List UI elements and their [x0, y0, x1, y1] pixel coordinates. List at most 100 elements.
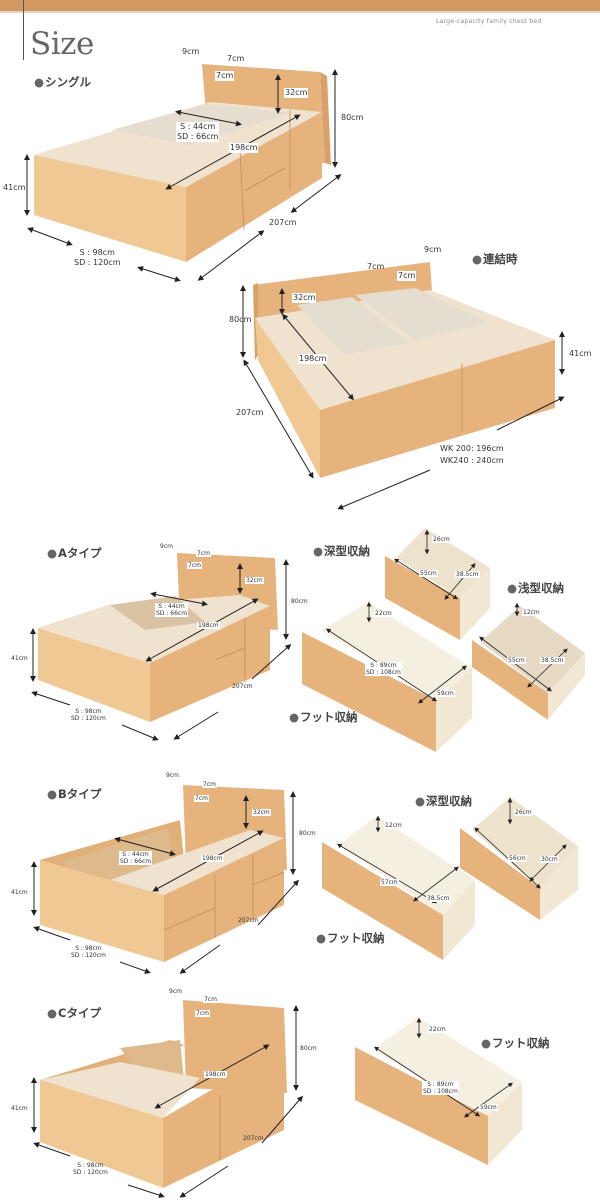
single-label: ●シングル	[34, 74, 91, 90]
type-b-foot-drawer-width: 38.5cm	[426, 895, 451, 902]
type-c-dim-width-sd: SD : 120cm	[73, 1169, 108, 1176]
bullet-icon: ●	[47, 546, 58, 560]
type-a-shallow-drawer-label-text: 浅型収納	[518, 581, 565, 595]
single-dim-headboard: 32cm	[284, 88, 309, 98]
type-a-dim-headboard: 32cm	[245, 577, 264, 584]
connected-dim-length: 198cm	[298, 354, 328, 364]
type-a-foot-drawer-height: 22cm	[374, 610, 393, 617]
connected-dim-depth: 9cm	[424, 245, 442, 254]
type-a-foot-drawer-label: ●フット収納	[289, 709, 358, 725]
type-a-foot-drawer-length-sd: SD : 108cm	[366, 669, 401, 676]
bullet-icon: ●	[472, 252, 483, 266]
header-bar	[0, 0, 600, 13]
type-b-deep-drawer-label: ●深型収納	[415, 793, 472, 809]
type-b-dim-base-height: 41cm	[11, 889, 28, 896]
type-b-bed-illustration	[40, 785, 287, 962]
type-a-dim-shelf-b: 7cm	[187, 562, 202, 569]
bullet-icon: ●	[47, 787, 58, 801]
type-a-deep-drawer-width: 38.5cm	[455, 571, 480, 578]
single-dim-length: 198cm	[229, 143, 259, 153]
type-a-deep-drawer-length: 55cm	[419, 570, 438, 577]
type-c-foot-drawer-label: ●フット収納	[481, 1035, 550, 1051]
single-dim-width-sd: SD : 120cm	[74, 258, 121, 267]
type-b-dim-shelf-b: 7cm	[194, 795, 209, 802]
type-a-shallow-drawer	[472, 606, 585, 720]
type-a-label-text: Aタイプ	[58, 546, 102, 560]
type-a-dim-width-s: S : 98cm	[75, 708, 102, 715]
type-b-dim-length: 198cm	[201, 855, 224, 862]
type-a-dim-shelf-a: 7cm	[196, 550, 211, 557]
type-c-foot-drawer-width: 59cm	[479, 1104, 498, 1111]
type-a-dim-total: 207cm	[232, 683, 253, 690]
type-a-shallow-drawer-height: 12cm	[522, 609, 541, 616]
type-b-dim-height: 80cm	[299, 830, 316, 837]
connected-dim-wk240: WK240 : 240cm	[440, 456, 504, 465]
type-c-dim-shelf-a: 7cm	[203, 996, 218, 1003]
connected-dim-total: 207cm	[236, 408, 264, 417]
bullet-icon: ●	[507, 581, 518, 595]
type-a-dim-base-height: 41cm	[11, 655, 28, 662]
type-b-deep-drawer-height: 26cm	[514, 809, 533, 816]
type-b-foot-drawer-label-text: フット収納	[327, 931, 385, 945]
type-a-label: ●Aタイプ	[47, 545, 101, 561]
bullet-icon: ●	[289, 710, 300, 724]
connected-dim-shelf-b: 7cm	[397, 271, 417, 281]
type-b-deep-drawer-label-text: 深型収納	[426, 794, 473, 808]
type-c-bed-illustration	[40, 1000, 287, 1188]
type-a-deep-drawer-label: ●深型収納	[313, 543, 370, 559]
type-a-dim-width-sd: SD : 120cm	[71, 715, 106, 722]
type-b-deep-drawer-length: 56cm	[508, 855, 527, 862]
single-dim-inner-sd: SD : 66cm	[177, 132, 219, 141]
type-a-dim-inner-s: S : 44cm	[158, 603, 185, 610]
single-dim-height: 80cm	[341, 113, 364, 122]
type-c-label: ●Cタイプ	[47, 1005, 101, 1021]
connected-dim-wk200: WK 200: 196cm	[440, 444, 504, 453]
type-b-dim-total: 207cm	[238, 917, 259, 924]
connected-label: ●連結時	[472, 251, 518, 267]
type-c-label-text: Cタイプ	[58, 1006, 101, 1020]
connected-dim-shelf-a: 7cm	[367, 262, 385, 271]
type-b-label: ●Bタイプ	[47, 786, 101, 802]
type-a-bed-illustration	[38, 553, 278, 722]
single-dim-shelf-b: 7cm	[215, 71, 235, 81]
type-b-dim-depth: 9cm	[166, 772, 179, 779]
type-b-dim-inner-sd: SD : 66cm	[120, 858, 152, 865]
type-a-foot-drawer-label-text: フット収納	[300, 710, 358, 724]
type-a-foot-drawer-length-s: S : 89cm	[370, 662, 397, 669]
type-b-foot-drawer-label: ●フット収納	[316, 930, 385, 946]
type-b-dim-width-sd: SD : 120cm	[71, 952, 106, 959]
bullet-icon: ●	[47, 1006, 58, 1020]
type-b-deep-drawer-width: 30cm	[540, 856, 559, 863]
title-divider	[23, 0, 24, 60]
type-c-foot-drawer-length-s: S : 89cm	[427, 1081, 454, 1088]
single-dim-depth: 9cm	[182, 47, 200, 56]
type-c-dim-total: 207cm	[243, 1135, 264, 1142]
single-dim-width-s: S : 98cm	[79, 248, 115, 257]
connected-label-text: 連結時	[483, 252, 518, 266]
type-b-dim-width-s: S : 98cm	[75, 945, 102, 952]
type-a-dim-inner-sd: SD : 66cm	[156, 610, 188, 617]
type-a-shallow-drawer-width: 38.5cm	[540, 657, 565, 664]
single-dim-total: 207cm	[269, 218, 297, 227]
type-b-dim-inner-s: S : 44cm	[122, 851, 149, 858]
type-b-foot-drawer-height: 12cm	[384, 822, 403, 829]
type-c-dim-height: 80cm	[300, 1045, 317, 1052]
bullet-icon: ●	[313, 544, 324, 558]
type-c-foot-drawer-length-sd: SD : 108cm	[423, 1088, 458, 1095]
type-c-dim-shelf-b: 7cm	[195, 1010, 210, 1017]
type-b-label-text: Bタイプ	[58, 787, 102, 801]
type-b-dim-shelf-a: 7cm	[202, 781, 217, 788]
type-a-shallow-drawer-length: 55cm	[507, 657, 526, 664]
type-a-dim-depth: 9cm	[160, 543, 173, 550]
